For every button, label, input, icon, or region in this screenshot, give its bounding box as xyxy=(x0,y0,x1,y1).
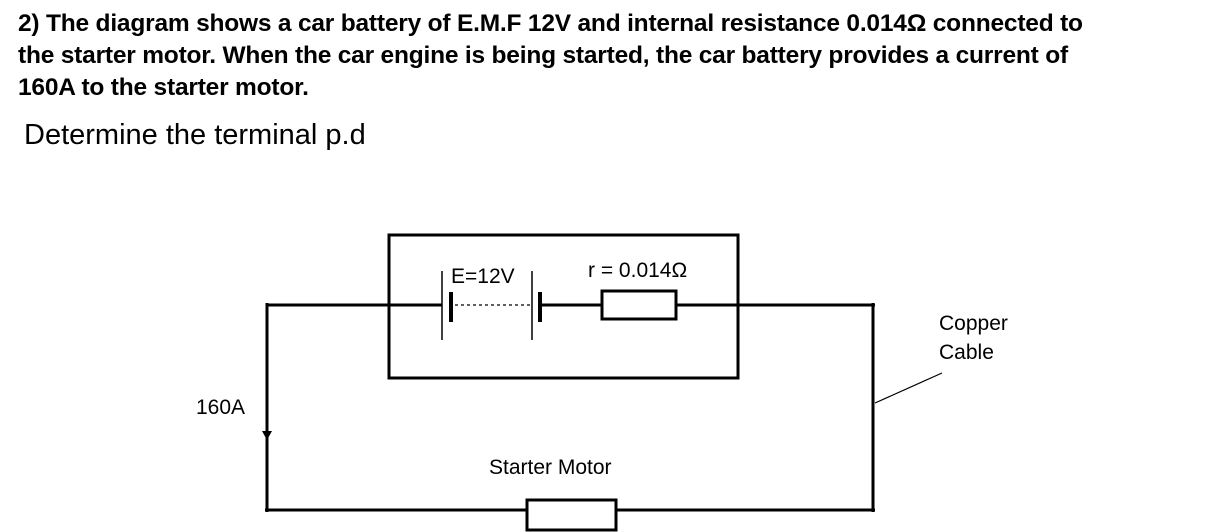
emf-label: E=12V xyxy=(451,265,515,288)
question-line-3: 160A to the starter motor. xyxy=(18,74,309,101)
question-line-1: 2) The diagram shows a car battery of E.… xyxy=(18,10,1083,37)
question-line-2: the starter motor. When the car engine i… xyxy=(18,42,1068,69)
copper-cable-label-line2: Cable xyxy=(939,341,994,364)
task-prompt: Determine the terminal p.d xyxy=(24,119,366,151)
cable-pointer-line xyxy=(874,372,943,404)
internal-resistor xyxy=(600,289,678,321)
current-arrow-icon xyxy=(262,431,272,440)
copper-cable-label-line1: Copper xyxy=(939,312,1008,335)
battery-cell-left xyxy=(441,271,453,340)
question-text: 2) The diagram shows a car battery of E.… xyxy=(18,8,1218,104)
starter-motor-label: Starter Motor xyxy=(489,456,612,479)
internal-resistance-label: r = 0.014Ω xyxy=(588,259,687,282)
starter-motor-resistor xyxy=(525,498,618,532)
circuit-wires xyxy=(265,303,875,512)
battery-cell-right xyxy=(531,271,542,340)
current-label: 160A xyxy=(196,396,245,419)
